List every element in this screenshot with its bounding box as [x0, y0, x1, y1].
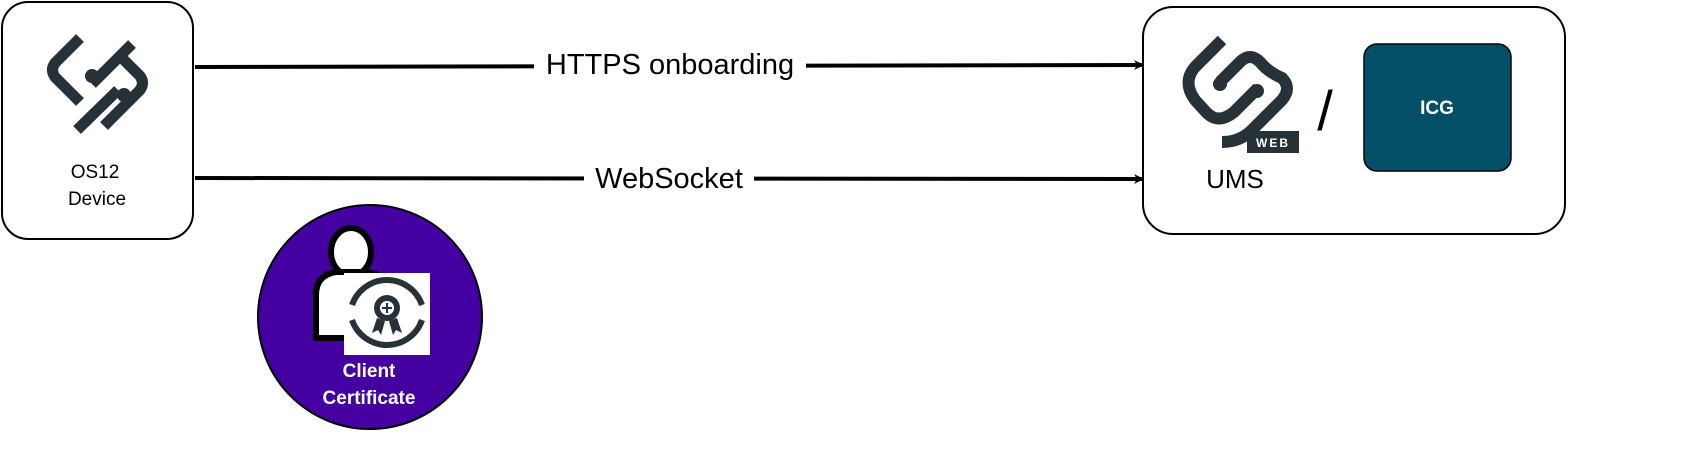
certificate-icon — [344, 273, 430, 355]
websocket-connection[interactable]: WebSocket — [194, 158, 1144, 195]
https-onboarding-label: HTTPS onboarding — [546, 49, 794, 81]
device-label-line1: OS12 — [71, 162, 120, 183]
certificate-label-line1: Client — [343, 361, 396, 382]
icg-label: ICG — [1420, 98, 1454, 119]
os12-device-node[interactable]: OS12 Device — [1, 1, 194, 240]
ums-web-logo-icon: WEB — [1182, 35, 1299, 153]
separator-slash: / — [1317, 79, 1333, 142]
os12-logo-icon — [47, 34, 148, 134]
certificate-label-line2: Certificate — [323, 388, 416, 409]
ums-label: UMS — [1206, 164, 1264, 194]
device-label-line2: Device — [68, 189, 126, 210]
icg-node[interactable]: ICG — [1363, 43, 1512, 172]
client-certificate-node[interactable]: Client Certificate — [257, 204, 483, 430]
ums-node[interactable]: WEB / UMS ICG — [1142, 6, 1566, 235]
https-onboarding-connection[interactable]: HTTPS onboarding — [194, 45, 1144, 81]
websocket-label: WebSocket — [595, 163, 743, 195]
ums-logo-badge: WEB — [1256, 136, 1290, 150]
